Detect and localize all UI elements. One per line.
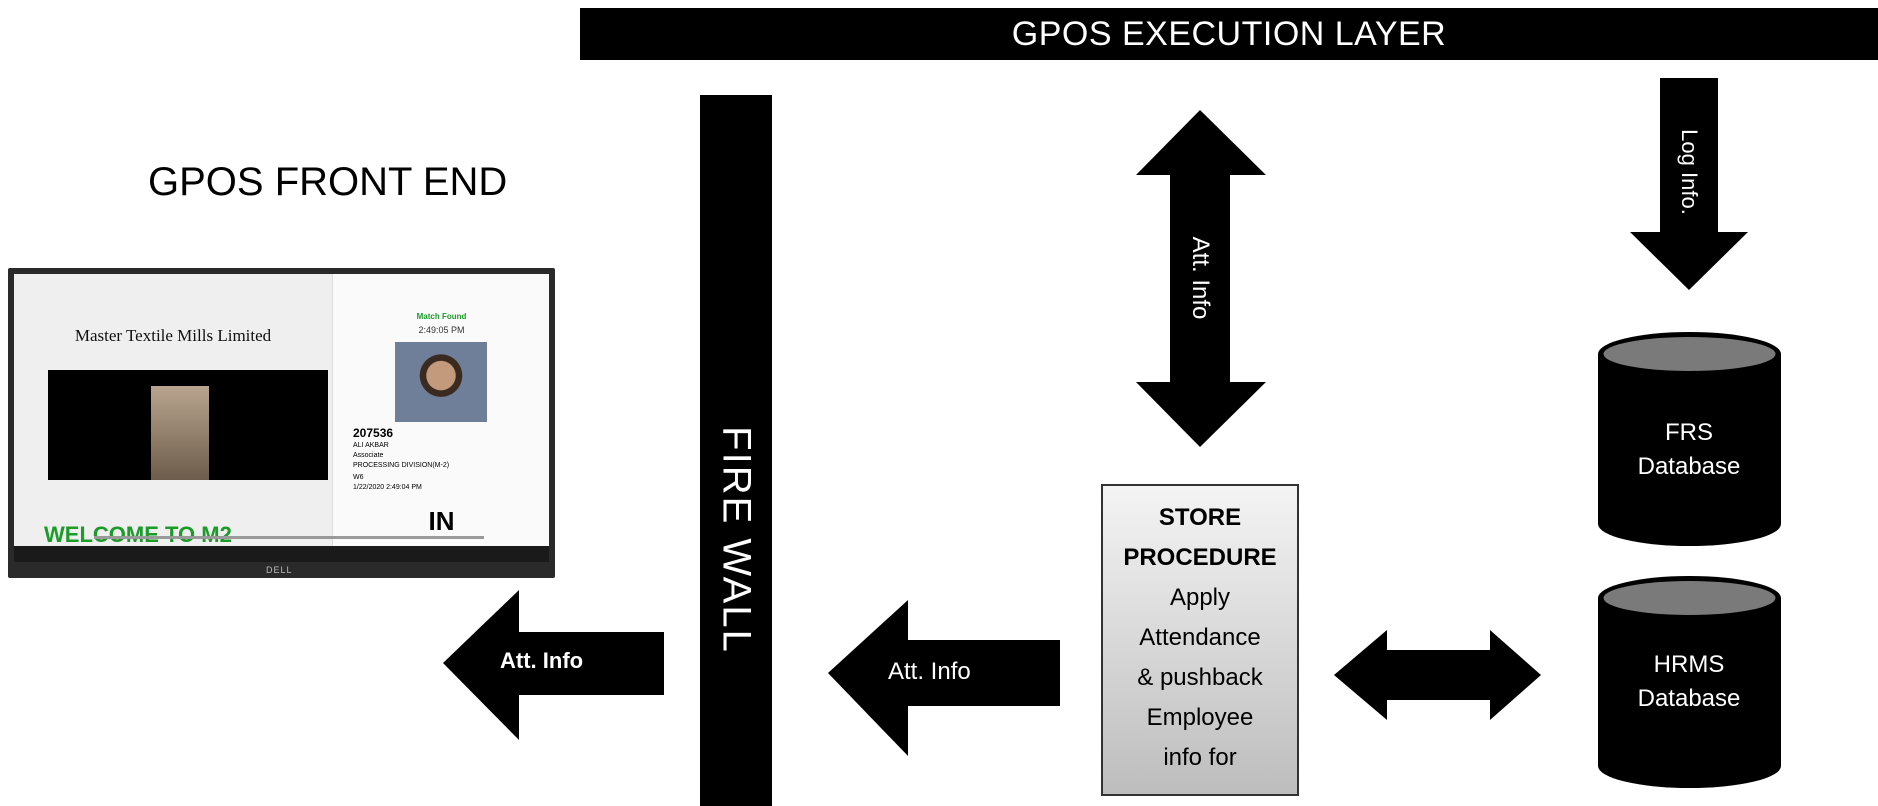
- front-end-title: GPOS FRONT END: [148, 160, 508, 204]
- screen-taskbar: [14, 546, 549, 562]
- log-info-arrow: [1630, 78, 1748, 290]
- frs-database-label-line1: FRS: [1665, 419, 1713, 446]
- hrms-database-label-line2: Database: [1637, 685, 1741, 712]
- monitor-brand: DELL: [266, 565, 293, 575]
- store-procedure-line: info for: [1163, 744, 1237, 771]
- monitor-screenshot: Master Textile Mills Limited WELCOME TO …: [8, 268, 555, 578]
- camera-person-image: [151, 386, 209, 480]
- store-procedure-title-1: STORE: [1158, 504, 1242, 531]
- employee-photo: [395, 342, 487, 422]
- frs-database-label-line2: Database: [1637, 453, 1741, 480]
- execution-layer-banner: GPOS EXECUTION LAYER: [580, 8, 1878, 60]
- employee-timestamp: 1/22/2020 2:49:04 PM: [353, 484, 422, 491]
- employee-role: Associate: [353, 452, 384, 459]
- hrms-database-label-line1: HRMS: [1653, 651, 1725, 678]
- store-procedure-title-2: PROCEDURE: [1123, 544, 1277, 571]
- store-procedure-line: Attendance: [1139, 624, 1261, 651]
- welcome-message: WELCOME TO M2: [44, 522, 232, 547]
- store-procedure-line: Employee: [1146, 704, 1254, 731]
- att-info-label-vertical: Att. Info: [1187, 236, 1214, 320]
- att-info-label-sp: Att. Info: [888, 658, 971, 685]
- frs-database-label: FRS Database: [1599, 416, 1779, 484]
- store-procedure-box: STORE PROCEDURE Apply Attendance & pushb…: [1101, 484, 1299, 796]
- employee-division: PROCESSING DIVISION(M-2): [353, 462, 450, 469]
- screen-scrollbar: [94, 536, 484, 539]
- log-info-label: Log Info.: [1677, 129, 1702, 215]
- camera-feed: [48, 370, 328, 480]
- att-info-label-front: Att. Info: [500, 648, 584, 673]
- store-procedure-line: Apply: [1169, 584, 1231, 611]
- direction-label: IN: [428, 506, 455, 536]
- match-status: Match Found: [416, 312, 467, 321]
- monitor-screen: Master Textile Mills Limited WELCOME TO …: [14, 274, 549, 562]
- employee-name: ALI AKBAR: [353, 442, 389, 449]
- firewall-bar: FIRE WALL: [700, 95, 772, 806]
- hrms-database-label: HRMS Database: [1599, 648, 1779, 716]
- company-name: Master Textile Mills Limited: [74, 326, 272, 345]
- match-pane: Match Found 2:49:05 PM 207536 ALI AKBAR …: [332, 274, 549, 562]
- execution-layer-title: GPOS EXECUTION LAYER: [1011, 14, 1447, 53]
- camera-pane: Master Textile Mills Limited WELCOME TO …: [14, 274, 332, 562]
- att-info-arrow-front: [443, 590, 664, 740]
- sp-hrms-double-arrow: [1334, 630, 1541, 720]
- frs-database-cylinder: [1598, 332, 1781, 546]
- hrms-database-cylinder: [1598, 576, 1781, 788]
- att-info-double-arrow-vertical: [1136, 110, 1266, 447]
- store-procedure-line: & pushback: [1137, 664, 1263, 691]
- att-info-arrow-sp: [828, 600, 1060, 756]
- employee-shift: W6: [353, 474, 364, 481]
- match-time: 2:49:05 PM: [418, 325, 465, 335]
- employee-id: 207536: [353, 426, 394, 440]
